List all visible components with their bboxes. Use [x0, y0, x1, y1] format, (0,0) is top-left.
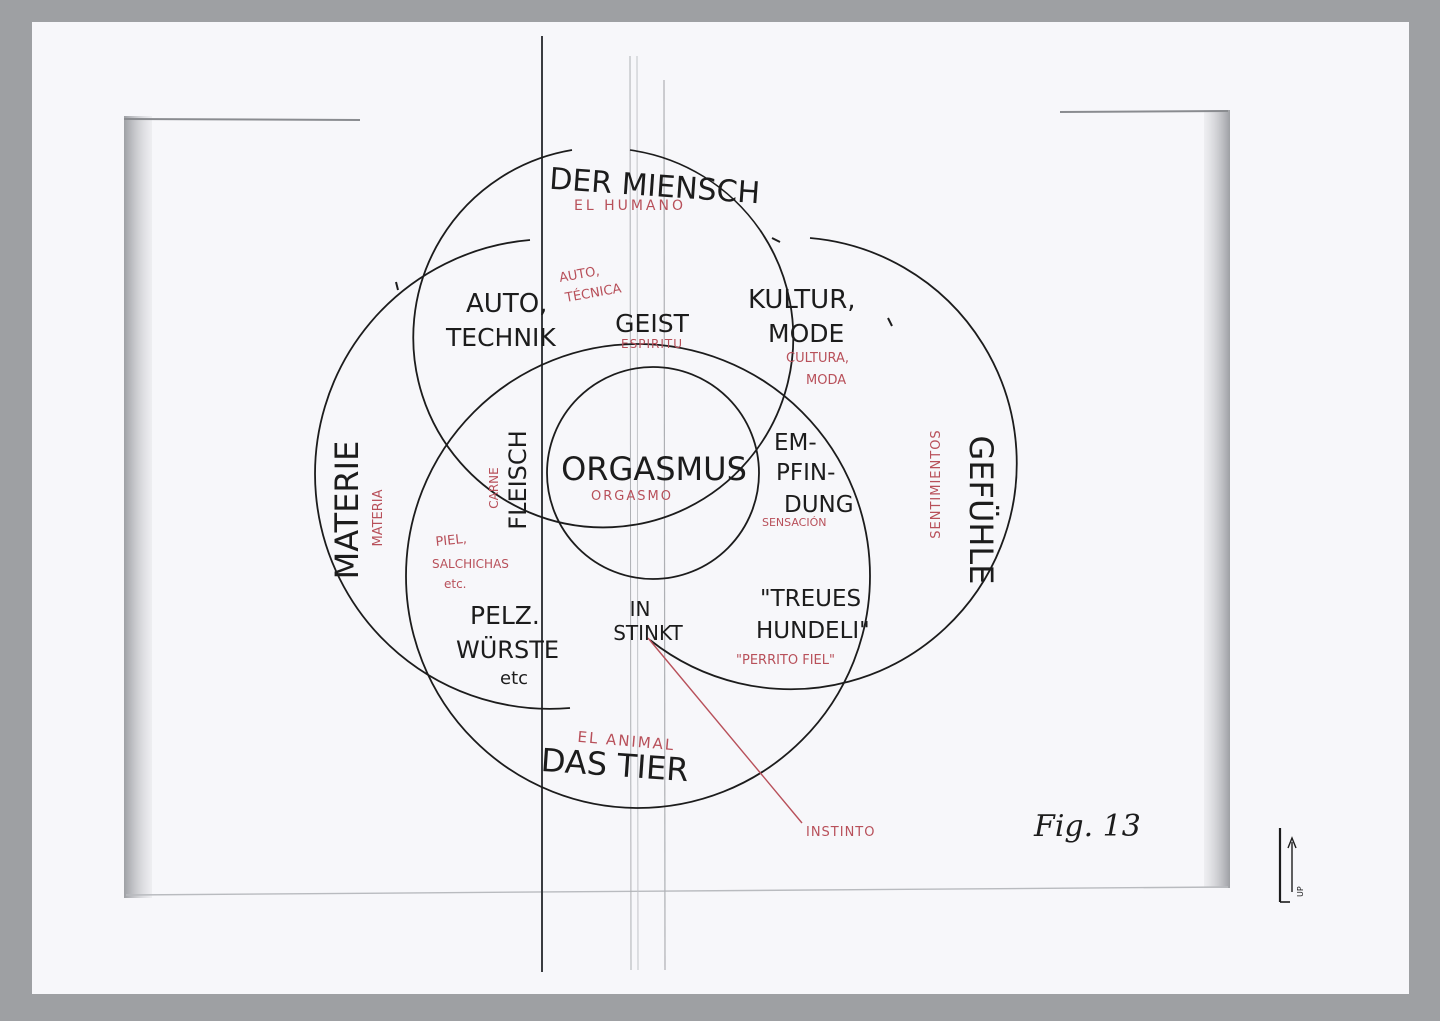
label-materia: MATERIA — [371, 489, 386, 546]
paper-sheet — [32, 22, 1409, 994]
label-gefuehle: GEFÜHLE — [962, 436, 1000, 585]
label-treues: "TREUES — [760, 586, 861, 612]
label-auto-es: AUTO, — [558, 264, 601, 286]
vertical-scan-lines — [541, 36, 666, 972]
label-dung: DUNG — [784, 492, 854, 518]
label-materie: MATERIE — [328, 441, 366, 580]
label-technik: TECHNIK — [445, 323, 556, 352]
label-hundeli: HUNDELI" — [756, 618, 870, 644]
frame-top-left-line — [123, 118, 361, 121]
circle-center — [546, 366, 760, 580]
label-em: EM- — [774, 430, 817, 456]
instinto-leader-line — [647, 637, 803, 824]
label-kultur: KULTUR, — [748, 285, 856, 315]
label-fleisch: FLEISCH — [504, 430, 532, 529]
label-pfin: PFIN- — [776, 460, 835, 486]
label-etc-de: etc — [500, 668, 528, 689]
frame-left-band — [124, 116, 152, 898]
label-cultura: CULTURA, — [786, 351, 849, 366]
label-espiritu: ESPIRITU — [621, 337, 683, 351]
label-el-humano: EL HUMANO — [574, 198, 686, 214]
circle-top-arc — [629, 149, 761, 231]
label-carne: CARNE — [487, 467, 501, 508]
circle-right — [649, 237, 1018, 691]
venn-circles — [314, 149, 1018, 809]
label-wuerste: WÜRSTE — [456, 635, 559, 664]
circle-top — [412, 149, 795, 529]
circle-left — [314, 239, 571, 710]
scan-line-light-1 — [629, 55, 632, 971]
label-stinkt: STINKT — [613, 621, 683, 645]
circle-bottom — [405, 343, 871, 809]
label-salchichas: SALCHICHAS — [432, 557, 509, 571]
label-in: IN — [630, 597, 651, 621]
label-perrito-fiel: "PERRITO FIEL" — [736, 653, 835, 668]
up-marker: UP — [1278, 828, 1305, 903]
label-orgasmo: ORGASMO — [591, 489, 673, 504]
figure-label: Fig. 13 — [1033, 809, 1141, 844]
label-sensacion: SENSACIÓN — [762, 516, 827, 529]
label-instinto: INSTINTO — [806, 825, 875, 840]
frame-right-band — [1204, 110, 1230, 888]
label-moda: MODA — [806, 373, 846, 388]
scan-line-light-2 — [636, 55, 639, 971]
label-orgasmus: ORGASMUS — [561, 450, 747, 488]
scan-line-light-3 — [663, 79, 666, 971]
frame-top-right-line — [1059, 110, 1229, 113]
label-auto: AUTO, — [466, 289, 547, 319]
frame-bottom-line — [125, 886, 1229, 896]
label-geist: GEIST — [615, 309, 689, 338]
label-piel: PIEL, — [435, 532, 468, 550]
label-pelz: PELZ. — [470, 601, 540, 630]
label-mode: MODE — [768, 319, 844, 348]
up-marker-label: UP — [1296, 886, 1305, 897]
label-etc-es: etc. — [444, 577, 467, 591]
photocopy-frame — [123, 110, 1230, 898]
label-sentimientos: SENTIMIENTOS — [929, 429, 944, 538]
circle-end-ticks — [395, 237, 893, 327]
